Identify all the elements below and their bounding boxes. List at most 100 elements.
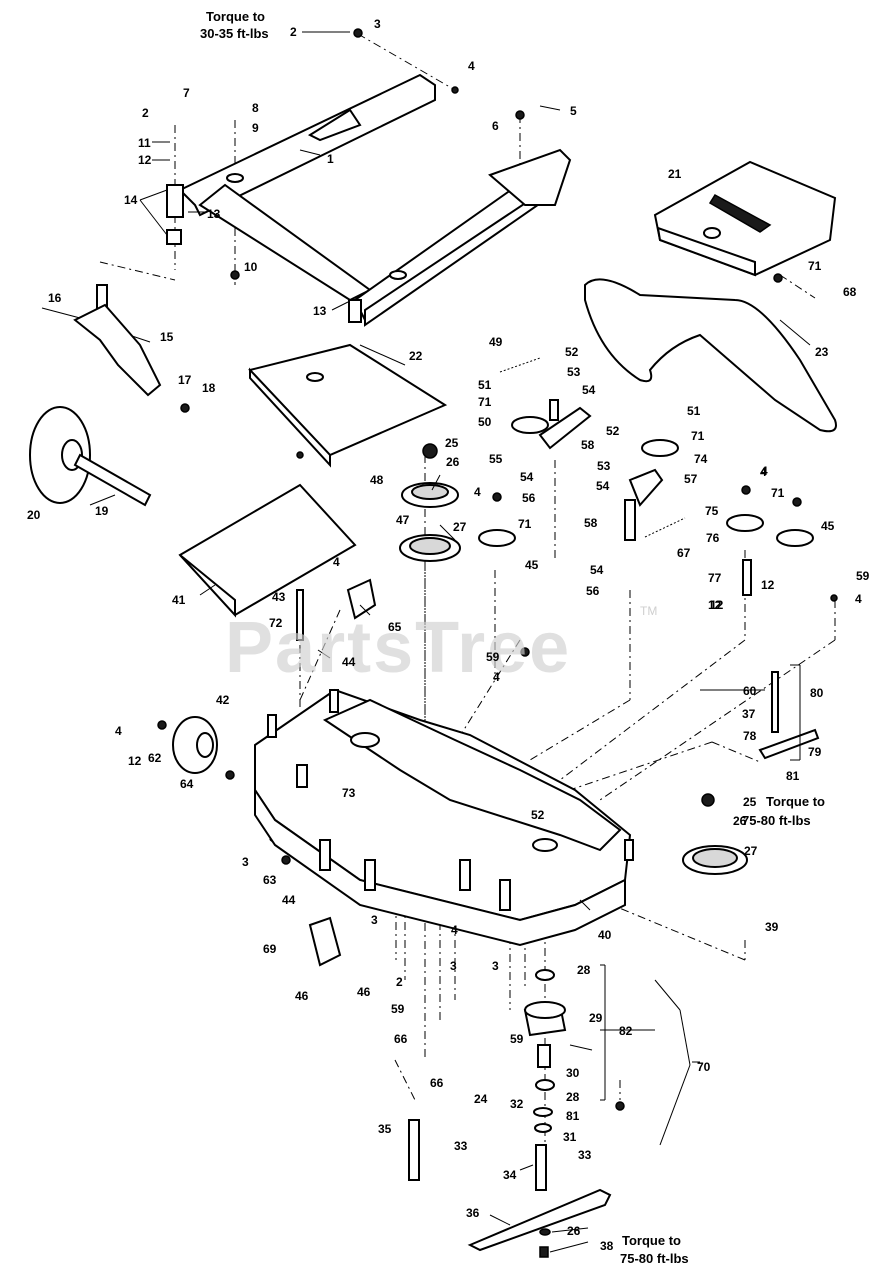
callout: 22 (409, 349, 423, 363)
torque-note-top-line1: Torque to (206, 9, 265, 24)
callout: 43 (272, 590, 286, 604)
callout: 55 (489, 452, 503, 466)
callout: 38 (600, 1239, 614, 1253)
callout: 15 (160, 330, 174, 344)
callout: 48 (370, 473, 384, 487)
callout: 78 (743, 729, 757, 743)
callout: 71 (808, 259, 822, 273)
callout: 59 (510, 1032, 524, 1046)
callout: 57 (684, 472, 698, 486)
callout: 66 (430, 1076, 444, 1090)
callout: 81 (566, 1109, 580, 1123)
callout: 50 (478, 415, 492, 429)
callout: 12 (710, 598, 724, 612)
callout: 26 (733, 814, 747, 828)
callout: 53 (597, 459, 611, 473)
torque-note-top-line2: 30-35 ft-lbs (200, 26, 269, 41)
callout: 39 (765, 920, 779, 934)
callout: 76 (706, 531, 720, 545)
callout: 1 (327, 152, 334, 166)
torque-note-bottom-line2: 75-80 ft-lbs (620, 1251, 689, 1266)
callout: 67 (677, 546, 691, 560)
callout: 35 (378, 1122, 392, 1136)
callout: 12 (708, 598, 722, 612)
callout: 46 (295, 989, 309, 1003)
callout: 52 (606, 424, 620, 438)
callout: 25 (743, 795, 757, 809)
callout: 77 (708, 571, 722, 585)
callout: 59 (856, 569, 870, 583)
callout: 51 (478, 378, 492, 392)
callout: 25 (445, 436, 459, 450)
callout: 5 (570, 104, 577, 118)
watermark-text: PartsTree (225, 608, 571, 688)
callout: 54 (596, 479, 610, 493)
callout: 45 (525, 558, 539, 572)
callout-numbers: 2 3 4 7 2 8 9 11 12 14 13 5 6 1 10 13 21… (27, 17, 870, 1253)
callout: 12 (138, 153, 152, 167)
callout: 65 (388, 620, 402, 634)
callout: 12 (761, 578, 775, 592)
callout: 11 (138, 136, 151, 150)
callout: 40 (598, 928, 612, 942)
callout: 66 (394, 1032, 408, 1046)
callout: 75 (705, 504, 719, 518)
torque-note-bottom-line1: Torque to (622, 1233, 681, 1248)
callout: 44 (282, 893, 296, 907)
callout: 4 (333, 555, 340, 569)
frame-part-1 (178, 73, 572, 327)
callout: 6 (492, 119, 499, 133)
callout: 26 (446, 455, 460, 469)
callout: 18 (202, 381, 216, 395)
callout: 3 (371, 913, 378, 927)
callout: 3 (374, 17, 381, 31)
callout: 73 (342, 786, 356, 800)
callout: 24 (474, 1092, 488, 1106)
callout: 37 (742, 707, 756, 721)
callout: 59 (486, 650, 500, 664)
callout: 4 (855, 592, 862, 606)
callout: 46 (357, 985, 371, 999)
callout: 54 (582, 383, 596, 397)
callout: 3 (450, 959, 457, 973)
callout: 64 (180, 777, 194, 791)
callout: 3 (492, 959, 499, 973)
torque-notes: Torque to 30-35 ft-lbs Torque to 75-80 f… (200, 9, 825, 1266)
mower-deck-part-40 (254, 688, 634, 947)
callout: 14 (124, 193, 138, 207)
callout: 47 (396, 513, 410, 527)
callout: 49 (489, 335, 503, 349)
callout: 79 (808, 745, 822, 759)
torque-note-mid-line2: 75-80 ft-lbs (742, 813, 811, 828)
callout: 58 (581, 438, 595, 452)
callout: 4 (451, 923, 458, 937)
callout: 28 (577, 963, 591, 977)
callout: 2 (290, 25, 297, 39)
callout: 72 (269, 616, 283, 630)
callout: 2 (142, 106, 149, 120)
callout: 4 (760, 465, 767, 479)
callout: 16 (48, 291, 62, 305)
callout: 10 (244, 260, 258, 274)
watermark-tm: TM (640, 604, 657, 618)
callout: 33 (454, 1139, 468, 1153)
callout: 26 (567, 1224, 581, 1238)
callout: 28 (566, 1090, 580, 1104)
callout: 71 (518, 517, 532, 531)
callout: 45 (821, 519, 835, 533)
callout: 12 (128, 754, 142, 768)
callout: 4 (493, 670, 500, 684)
callout: 32 (510, 1097, 524, 1111)
callout: 53 (567, 365, 581, 379)
callout: 9 (252, 121, 259, 135)
callout: 81 (786, 769, 800, 783)
callout: 42 (216, 693, 230, 707)
callout: 80 (810, 686, 824, 700)
callout: 62 (148, 751, 162, 765)
callout: 4 (115, 724, 122, 738)
callout: 3 (242, 855, 249, 869)
callout: 33 (578, 1148, 592, 1162)
callout: 59 (391, 1002, 405, 1016)
callout: 52 (531, 808, 545, 822)
callout: 69 (263, 942, 277, 956)
